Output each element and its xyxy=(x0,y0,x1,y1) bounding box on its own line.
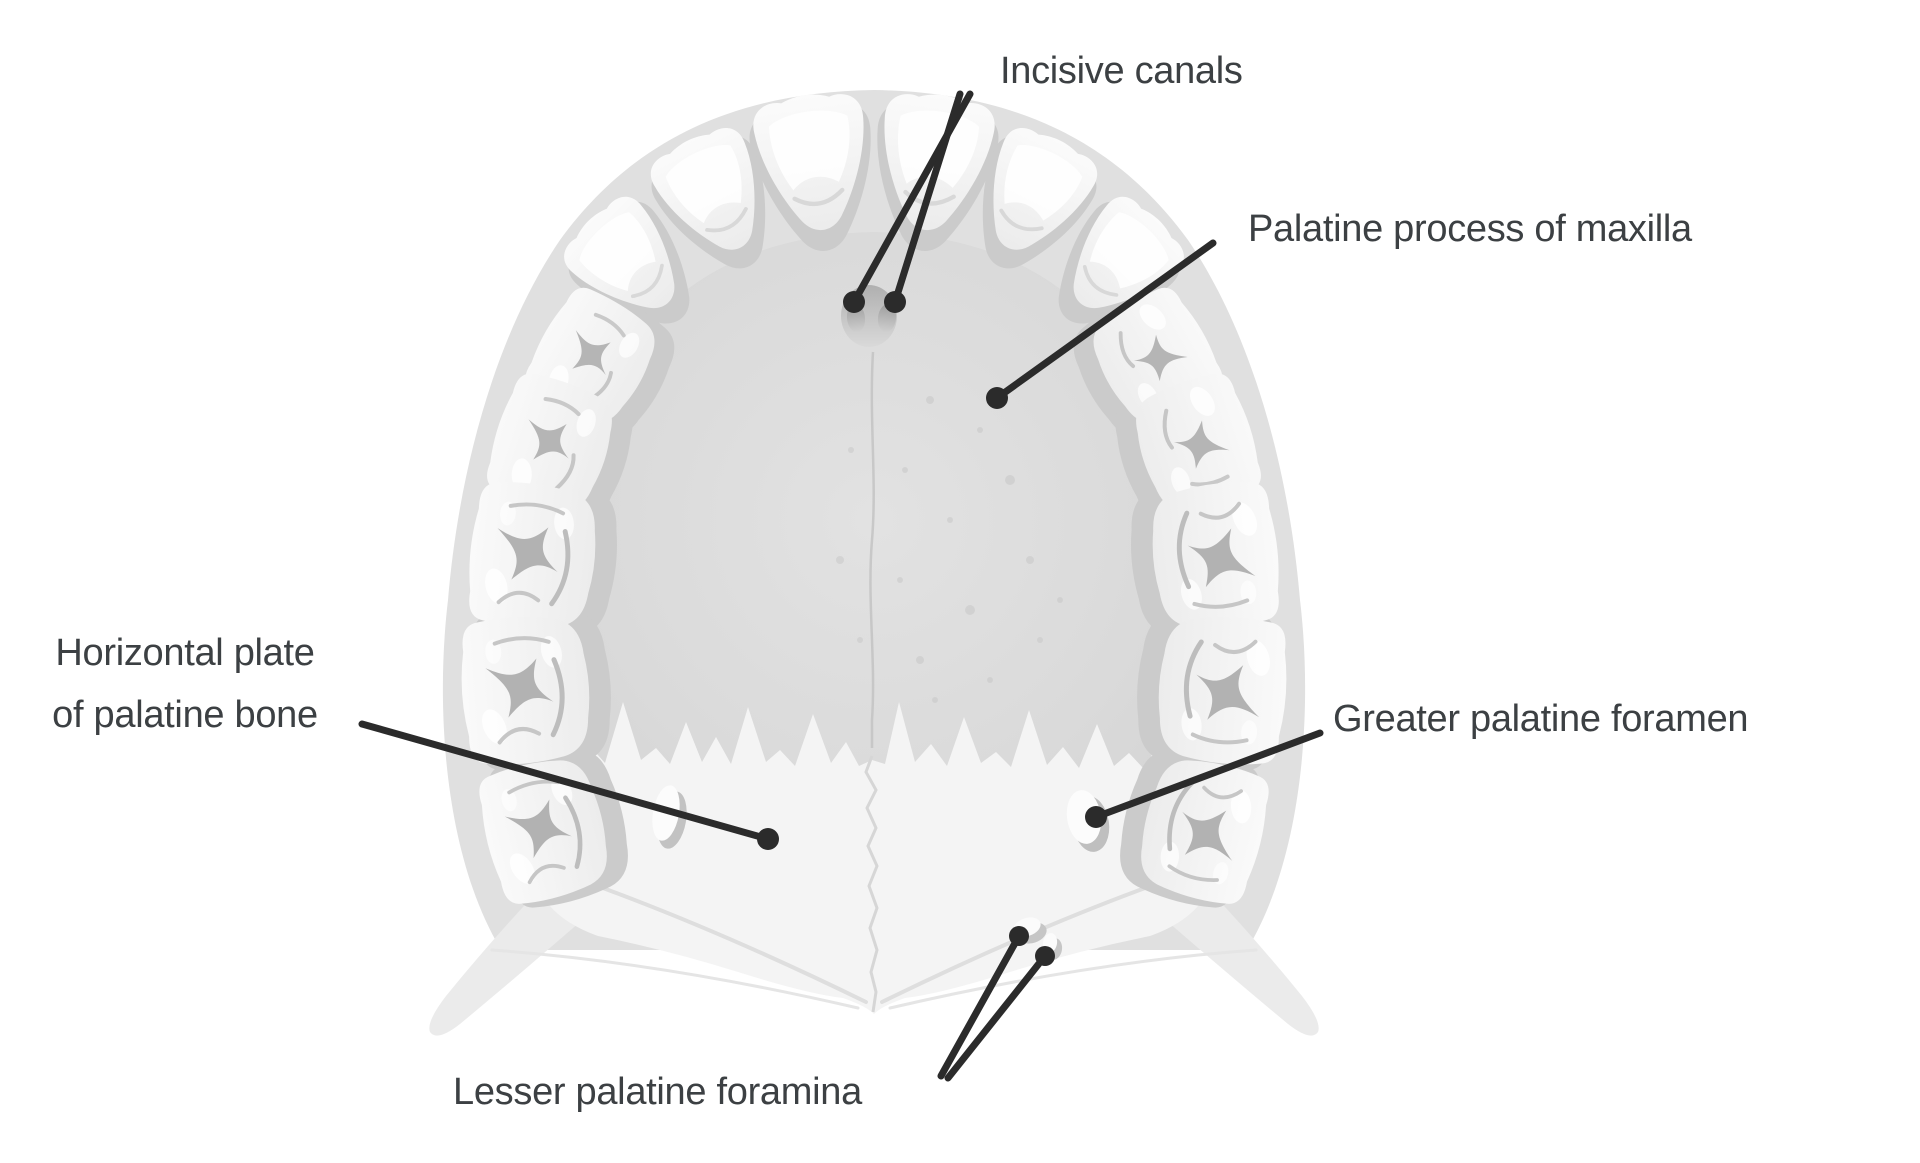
palate-crease xyxy=(490,948,860,1010)
leader-palatine-process xyxy=(986,239,1217,409)
median-palatine-suture-upper xyxy=(869,351,875,748)
tooth xyxy=(1154,612,1291,767)
palate-crease xyxy=(888,948,1258,1010)
median-palatine-suture-lower xyxy=(864,755,879,1013)
tooth xyxy=(463,478,602,634)
leader-horizontal-plate xyxy=(358,720,779,850)
pyramidal-process-right xyxy=(1152,872,1319,1036)
label-lesser-palatine: Lesser palatine foramina xyxy=(453,1071,862,1113)
label-horizontal-plate: Horizontal plate of palatine bone xyxy=(20,622,350,746)
leader-greater-palatine xyxy=(1085,729,1324,828)
label-greater-palatine: Greater palatine foramen xyxy=(1333,698,1749,740)
tooth xyxy=(1146,478,1285,634)
bone-speckles xyxy=(836,396,1063,703)
label-palatine-process: Palatine process of maxilla xyxy=(1248,208,1692,250)
pyramidal-process-left xyxy=(429,872,596,1036)
leader-lesser-palatine xyxy=(937,926,1055,1082)
label-horizontal-plate-line1: Horizontal plate xyxy=(55,632,315,674)
label-incisive-canals: Incisive canals xyxy=(1000,50,1243,92)
leader-incisive-canals xyxy=(843,90,974,313)
label-horizontal-plate-line2: of palatine bone xyxy=(52,694,318,736)
tooth xyxy=(457,612,594,767)
